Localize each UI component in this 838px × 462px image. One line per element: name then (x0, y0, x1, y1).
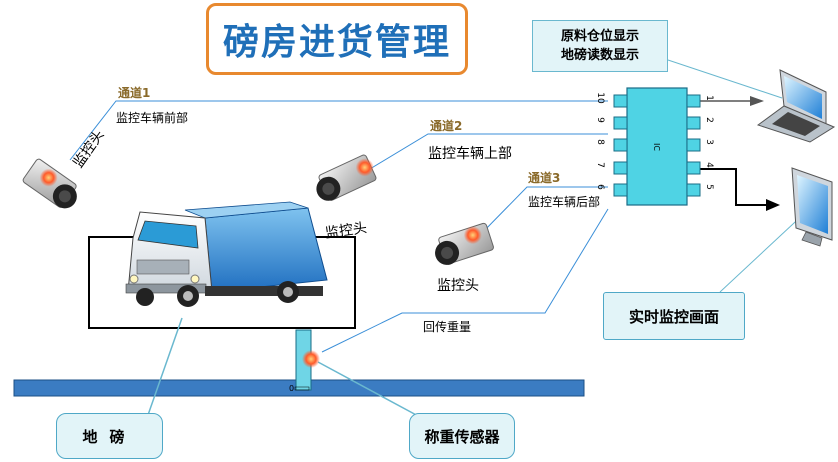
line-weight-return (321, 208, 609, 353)
truck-wheel-front-left (136, 288, 154, 306)
ic-pin-right-number: 2 (704, 117, 714, 123)
line-channel-2 (354, 133, 608, 179)
ic-pin-left-6 (613, 183, 628, 197)
truck-headlight-left (129, 274, 139, 284)
leader-sensor (317, 361, 421, 418)
ic-pin-left-10 (613, 94, 628, 108)
camera-2 (316, 154, 377, 201)
ic-pin-left-8 (613, 138, 628, 152)
camera-2-lens-glass (322, 182, 335, 195)
callout-weight-sensor: 称重传感器 (409, 413, 515, 459)
monitor-screen (797, 175, 828, 234)
ic-pin-left-number: 7 (595, 162, 605, 168)
leader-info-box (667, 59, 783, 99)
sensor-ruler (294, 386, 310, 391)
truck-chassis (205, 286, 323, 296)
line-channel-1 (69, 100, 608, 161)
truck-wheel-front-hub (183, 291, 193, 301)
ic-pin-right-4 (686, 161, 701, 175)
ic-pin-left-7 (613, 161, 628, 175)
channel-2-desc: 监控车辆上部 (428, 146, 512, 162)
ic-pin-right-number: 4 (704, 162, 714, 168)
monitor-stand (801, 231, 823, 247)
truck (125, 201, 328, 307)
ic-pin-left-9 (613, 116, 628, 130)
ic-pin-right-number: 3 (704, 139, 714, 145)
laptop-icon (756, 69, 836, 143)
camera-3-led (463, 226, 482, 245)
truck-wheel-rear-hub (283, 287, 293, 297)
ic-pin-right-number: 1 (704, 95, 714, 101)
laptop-keys (772, 112, 820, 136)
arrow-head-monitor (766, 199, 780, 211)
ic-pin-left-number: 8 (595, 139, 605, 145)
camera-1 (22, 158, 77, 209)
channel-1-desc: 监控车辆前部 (116, 111, 189, 125)
truck-box-top (184, 201, 309, 219)
camera-3-lens-glass (441, 246, 454, 259)
camera-1-led (39, 168, 58, 187)
info-line-1: 原料仓位显示 (560, 29, 639, 44)
ic-body (626, 87, 688, 206)
ic-pin-right-1 (686, 94, 701, 108)
ic-pin-left-number: 9 (595, 117, 605, 123)
info-line-2: 地磅读数显示 (560, 48, 639, 63)
ic-pin-left-number: 10 (595, 92, 605, 104)
laptop-screen (784, 76, 822, 119)
camera-3 (435, 222, 494, 265)
line-channel-3 (479, 186, 608, 236)
leader-scale (147, 317, 183, 416)
info-box: 原料仓位显示 地磅读数显示 (532, 20, 668, 72)
ic-chip: 10 9 8 7 6 1 2 3 4 5 IC (595, 87, 714, 206)
arrow-to-monitor (697, 168, 770, 206)
ic-pin-right-3 (686, 138, 701, 152)
truck-headlight-right (190, 274, 200, 284)
channel-3-name: 通道3 (528, 171, 561, 185)
ic-pin-right-number: 5 (704, 184, 714, 190)
channel-2-name: 通道2 (430, 119, 463, 133)
sensor-mark: 0 (289, 384, 294, 393)
truck-windshield (137, 220, 199, 249)
leader-monitor (719, 209, 809, 293)
ic-pin-right-2 (686, 116, 701, 130)
desktop-monitor-icon (791, 167, 833, 247)
weight-return-label: 回传重量 (423, 320, 472, 334)
ic-label: IC (652, 143, 661, 151)
page-title: 磅房进货管理 (206, 3, 468, 75)
camera-2-led (355, 158, 374, 177)
truck-grille (136, 259, 190, 275)
sensor-led (302, 350, 320, 368)
channel-3-desc: 监控车辆后部 (528, 195, 601, 209)
callout-realtime-monitor: 实时监控画面 (603, 292, 745, 340)
camera-1-lens-glass (58, 190, 71, 203)
weight-sensor: 0 (289, 329, 320, 393)
truck-cargo-box (204, 207, 328, 293)
ic-pin-left-number: 6 (595, 184, 605, 190)
camera-3-label: 监控头 (437, 278, 479, 294)
callout-weighbridge: 地磅 (56, 413, 163, 459)
channel-1-name: 通道1 (118, 86, 151, 100)
ic-pin-right-5 (686, 183, 701, 197)
arrow-head-laptop (750, 96, 764, 106)
